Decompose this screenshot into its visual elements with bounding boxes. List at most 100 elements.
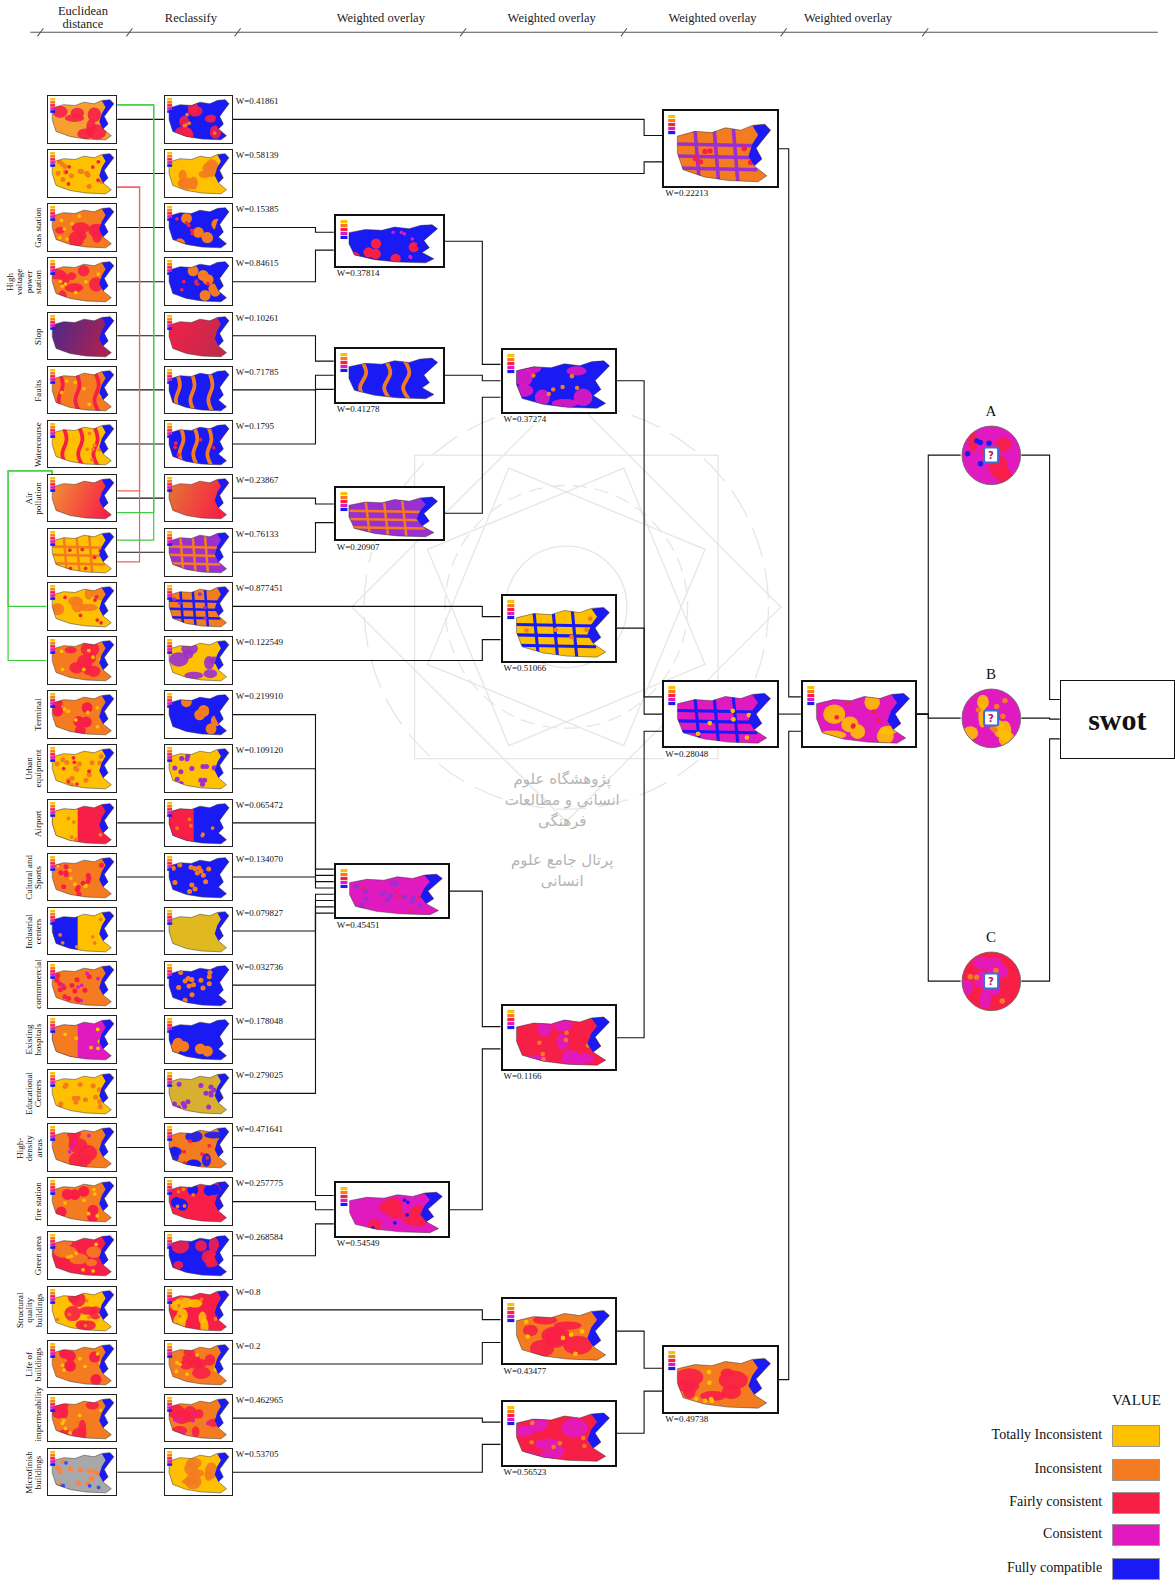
euclidean-map: Airport <box>47 799 118 848</box>
map-thumbnail <box>48 529 117 576</box>
overlay-map: W=0.45451 <box>334 863 450 920</box>
map-thumbnail <box>48 637 117 684</box>
layer-name: Industrial centers <box>25 908 44 954</box>
weight-label: W=0.219910 <box>235 692 284 702</box>
weight-label: W=0.279025 <box>235 1071 284 1081</box>
map-thumbnail <box>48 691 117 738</box>
connector <box>117 768 164 769</box>
connector <box>117 187 139 562</box>
connector <box>233 769 334 876</box>
map-thumbnail <box>48 204 117 251</box>
connector <box>233 389 334 444</box>
map-thumbnail <box>165 475 232 522</box>
connector <box>233 523 334 553</box>
swot-box: swot <box>1060 680 1175 759</box>
scenario-circle: B? <box>961 688 1022 749</box>
map-thumbnail <box>165 150 232 197</box>
weight-label: W=0.23867 <box>235 476 280 486</box>
layer-name: Air pollution <box>25 475 44 521</box>
connector <box>117 660 164 661</box>
scenario-letter: C <box>961 929 1022 946</box>
weight-label: W=0.51066 <box>503 664 548 674</box>
overlay-map: W=0.28048 <box>662 680 778 749</box>
connector <box>233 228 334 233</box>
euclidean-map: commmercial <box>47 961 118 1010</box>
weight-label: W=0.54549 <box>336 1239 381 1249</box>
question-mark: ? <box>983 710 999 727</box>
map-thumbnail <box>48 1232 117 1279</box>
map-thumbnail <box>165 313 232 360</box>
weight-label: W=0.032736 <box>235 963 284 973</box>
connector <box>445 241 501 364</box>
layer-name: Faults <box>34 367 43 413</box>
connector <box>117 985 164 986</box>
overlay-map: W=0.20907 <box>334 486 445 542</box>
map-thumbnail <box>48 854 117 901</box>
reclassified-map: W=0.122549 <box>164 636 233 685</box>
euclidean-map: Air pollution <box>47 474 118 523</box>
euclidean-map: Faults <box>47 366 118 415</box>
reclassified-map: W=0.53705 <box>164 1448 233 1497</box>
weight-label: W=0.71785 <box>235 368 280 378</box>
layer-name: Microfinish buildings <box>25 1449 44 1495</box>
legend-title: VALUE <box>1096 1392 1161 1409</box>
connector <box>117 1201 164 1202</box>
reclassified-map: W=0.15385 <box>164 203 233 252</box>
legend-text: Fairly consistent <box>910 1494 1102 1510</box>
map-thumbnail <box>165 908 232 955</box>
map-thumbnail <box>503 596 615 661</box>
connector <box>117 335 164 336</box>
map-thumbnail <box>336 216 443 266</box>
connector <box>917 714 960 981</box>
connector <box>233 1310 501 1320</box>
layer-name: High-density areas <box>15 1125 43 1171</box>
euclidean-map: impermeability <box>47 1394 118 1443</box>
euclidean-map: Green area <box>47 1231 118 1280</box>
weight-label: W=0.462965 <box>235 1396 284 1406</box>
connector <box>233 715 334 869</box>
map-thumbnail <box>48 150 117 197</box>
euclidean-map <box>47 582 118 631</box>
euclidean-map: Microfinish buildings <box>47 1448 118 1497</box>
reclassified-map: W=0.219910 <box>164 690 233 739</box>
map-thumbnail <box>664 1347 776 1412</box>
map-thumbnail <box>165 1287 232 1334</box>
euclidean-map: Terminal <box>47 690 118 739</box>
layer-name: Watercourse <box>34 421 43 467</box>
overlay-map: W=0.41278 <box>334 347 445 404</box>
weight-label: W=0.257775 <box>235 1179 284 1189</box>
map-thumbnail <box>165 1232 232 1279</box>
map-thumbnail <box>48 908 117 955</box>
connector <box>117 552 164 553</box>
column-header: Weighted overlay <box>337 11 425 26</box>
map-thumbnail <box>48 1178 117 1225</box>
map-thumbnail <box>165 800 232 847</box>
overlay-map: W=0.22213 <box>662 109 778 188</box>
connector <box>117 876 164 877</box>
connector <box>445 397 501 513</box>
reclassified-map: W=0.58139 <box>164 149 233 198</box>
connector <box>233 1224 334 1256</box>
connector <box>917 714 960 718</box>
reclassified-map: W=0.178048 <box>164 1015 233 1064</box>
connector <box>233 162 663 174</box>
scenario-circle: C? <box>961 951 1022 1012</box>
connector <box>117 173 164 174</box>
map-thumbnail <box>165 691 232 738</box>
layer-name: Cultural and Sports <box>25 854 44 900</box>
euclidean-map <box>47 149 118 198</box>
reclassified-map: W=0.41861 <box>164 95 233 144</box>
reclassified-map: W=0.134070 <box>164 853 233 902</box>
euclidean-map: High-density areas <box>47 1123 118 1172</box>
watermark: پژوهشگاه علوم انسانی و مطالعات فرهنگی <box>493 769 631 832</box>
euclidean-map: Watercourse <box>47 420 118 469</box>
map-thumbnail <box>48 1124 117 1171</box>
column-header: Weighted overlay <box>804 11 892 26</box>
connector <box>233 1202 334 1210</box>
weight-label: W=0.1166 <box>503 1072 543 1082</box>
swot-label: swot <box>1088 703 1146 736</box>
connector <box>917 455 960 714</box>
layer-name: Life of buildings <box>25 1341 44 1387</box>
connector <box>617 628 663 714</box>
